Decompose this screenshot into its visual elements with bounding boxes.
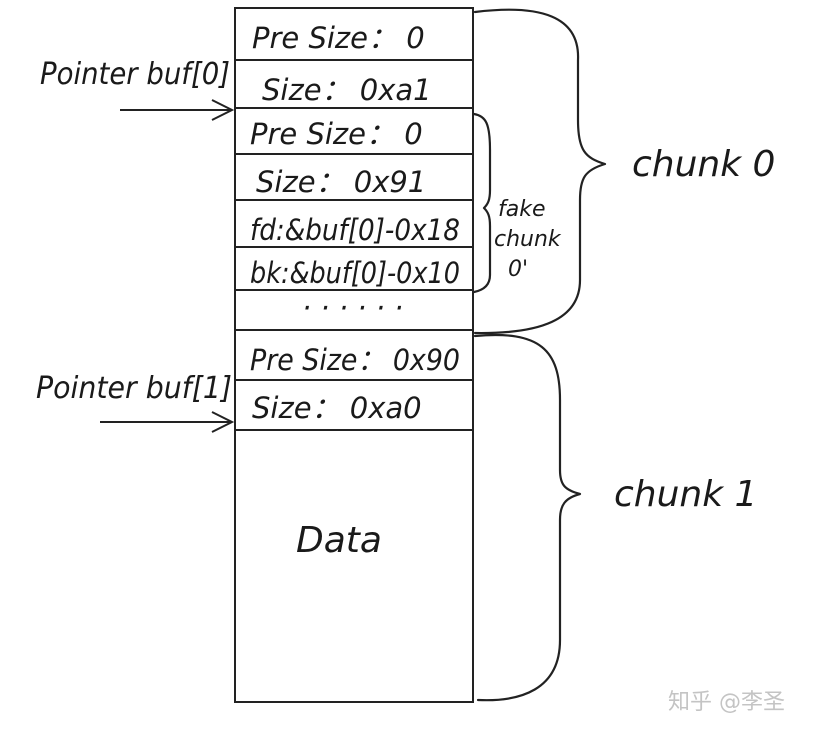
row-2-text: Pre Size： 0 [250,117,423,151]
pointer-buf1-arrow [100,411,235,433]
watermark-text: 知乎 @李圣 [668,690,785,715]
memory-block-outline [234,7,474,703]
fake-chunk-label-line3: 0' [508,257,528,282]
row-6-text: · · · · · · [302,291,403,325]
row-3-text: Size： 0x91 [256,165,426,199]
fake-chunk-label-line2: chunk [494,227,562,252]
pointer-buf0-arrow [120,99,235,121]
chunk0-brace [473,8,607,335]
chunk1-label: chunk 1 [614,474,757,515]
row-5-text: bk:&buf[0]-0x10 [250,256,460,290]
fake-chunk-label-line1: fake [498,197,546,222]
pointer-buf0-label: Pointer buf[0] [40,57,230,92]
row-dividers [235,59,473,431]
chunk0-label: chunk 0 [632,144,775,185]
row-8-text: Size： 0xa0 [252,391,422,425]
pointer-buf1-label: Pointer buf[1] [36,371,232,406]
row-0-text: Pre Size： 0 [252,21,425,55]
chunk1-brace [473,333,582,702]
row-4-text: fd:&buf[0]-0x18 [250,213,460,247]
row-7-text: Pre Size： 0x90 [250,343,460,377]
row-1-text: Size： 0xa1 [262,73,432,107]
fake-chunk-brace [472,112,492,294]
data-label: Data [296,520,382,561]
